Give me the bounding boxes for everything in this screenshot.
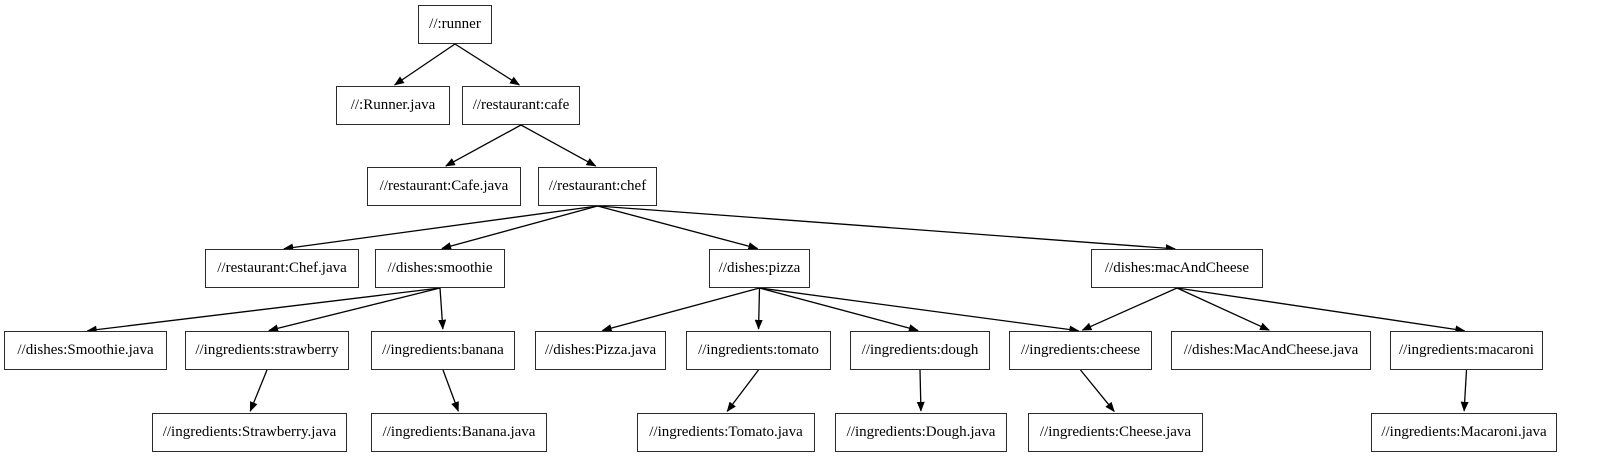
graph-edge-restaurant-chef-to-dishes-smoothie (441, 205, 598, 250)
graph-node-dishes-macandcheese[interactable]: //dishes:macAndCheese (1091, 249, 1263, 288)
graph-node-runner-java[interactable]: //:Runner.java (336, 86, 450, 125)
graph-edge-ing-tomato-to-ing-tomato-java (726, 369, 760, 413)
graph-node-ing-banana-java[interactable]: //ingredients:Banana.java (371, 413, 547, 452)
graph-node-runner[interactable]: //:runner (418, 5, 492, 44)
graph-node-label: //ingredients:tomato (698, 342, 819, 358)
graph-node-label: //dishes:Smoothie.java (17, 342, 154, 358)
graph-node-ing-tomato-java[interactable]: //ingredients:Tomato.java (637, 413, 815, 452)
graph-node-label: //ingredients:strawberry (195, 342, 339, 358)
graph-node-ing-macaroni[interactable]: //ingredients:macaroni (1390, 331, 1543, 370)
graph-node-label: //dishes:Pizza.java (544, 342, 657, 358)
graph-node-ing-strawberry-java[interactable]: //ingredients:Strawberry.java (152, 413, 347, 452)
graph-edge-ing-macaroni-to-ing-macaroni-java (1460, 369, 1469, 412)
graph-node-ing-cheese[interactable]: //ingredients:cheese (1009, 331, 1152, 370)
graph-edge-restaurant-chef-to-dishes-macandcheese (597, 205, 1176, 253)
graph-edge-dishes-smoothie-to-ing-strawberry (268, 287, 441, 333)
graph-node-label: //dishes:MacAndCheese.java (1183, 342, 1359, 358)
graph-edge-ing-dough-to-ing-dough-java (916, 369, 925, 412)
graph-node-ing-cheese-java[interactable]: //ingredients:Cheese.java (1028, 413, 1203, 452)
graph-node-restaurant-cafe[interactable]: //restaurant:cafe (462, 86, 580, 125)
graph-node-label: //ingredients:Banana.java (382, 424, 536, 440)
graph-edge-ing-strawberry-to-ing-strawberry-java (249, 369, 268, 412)
graph-node-label: //dishes:macAndCheese (1104, 260, 1250, 276)
graph-node-ing-tomato[interactable]: //ingredients:tomato (686, 331, 831, 370)
graph-node-label: //ingredients:Strawberry.java (162, 424, 337, 440)
graph-node-ing-macaroni-java[interactable]: //ingredients:Macaroni.java (1371, 413, 1557, 452)
graph-edge-dishes-macandcheese-to-ing-cheese (1081, 287, 1178, 331)
graph-node-label: //ingredients:Tomato.java (649, 424, 803, 440)
graph-edge-restaurant-chef-to-dishes-pizza (597, 205, 759, 250)
graph-node-restaurant-chef-java[interactable]: //restaurant:Chef.java (205, 249, 359, 288)
graph-edge-dishes-smoothie-to-dishes-smoothie-java (86, 287, 441, 334)
graph-node-label: //ingredients:banana (382, 342, 504, 358)
graph-edge-restaurant-cafe-to-restaurant-chef (520, 124, 597, 167)
graph-node-label: //ingredients:macaroni (1399, 342, 1534, 358)
graph-edge-dishes-macandcheese-to-ing-macaroni (1176, 287, 1466, 334)
graph-node-ing-dough-java[interactable]: //ingredients:Dough.java (835, 413, 1007, 452)
graph-node-label: //restaurant:chef (548, 178, 647, 194)
graph-node-label: //ingredients:cheese (1020, 342, 1141, 358)
graph-node-restaurant-chef[interactable]: //restaurant:chef (538, 167, 657, 206)
graph-edge-dishes-pizza-to-ing-dough (759, 287, 919, 332)
graph-node-label: //dishes:smoothie (387, 260, 493, 276)
graph-node-ing-strawberry[interactable]: //ingredients:strawberry (185, 331, 349, 370)
graph-node-label: //restaurant:cafe (472, 97, 570, 113)
graph-edge-dishes-pizza-to-ing-cheese (759, 287, 1080, 334)
graph-node-label: //:Runner.java (350, 97, 436, 113)
graph-node-restaurant-cafe-java[interactable]: //restaurant:Cafe.java (367, 167, 521, 206)
graph-node-label: //restaurant:Chef.java (217, 260, 347, 276)
graph-node-label: //ingredients:Cheese.java (1039, 424, 1192, 440)
graph-node-label: //ingredients:dough (861, 342, 979, 358)
graph-node-label: //:runner (429, 16, 481, 32)
graph-edge-runner-to-runner-java (393, 43, 456, 86)
graph-edge-restaurant-chef-to-restaurant-chef-java (283, 205, 598, 252)
graph-edge-dishes-pizza-to-dishes-pizza-java (601, 287, 760, 332)
graph-edge-dishes-pizza-to-ing-tomato (754, 287, 763, 330)
graph-node-label: //ingredients:Macaroni.java (1381, 424, 1547, 440)
graph-node-dishes-macandcheese-java[interactable]: //dishes:MacAndCheese.java (1171, 331, 1371, 370)
graph-node-label: //ingredients:Dough.java (846, 424, 996, 440)
graph-node-label: //restaurant:Cafe.java (379, 178, 509, 194)
graph-edge-ing-cheese-to-ing-cheese-java (1079, 369, 1115, 413)
graph-edge-ing-banana-to-ing-banana-java (442, 369, 459, 412)
graph-node-dishes-smoothie[interactable]: //dishes:smoothie (375, 249, 505, 288)
graph-node-dishes-pizza-java[interactable]: //dishes:Pizza.java (535, 331, 666, 370)
graph-edge-dishes-macandcheese-to-dishes-macandcheese-java (1176, 287, 1270, 331)
graph-node-dishes-smoothie-java[interactable]: //dishes:Smoothie.java (4, 331, 167, 370)
graph-node-label: //dishes:pizza (718, 260, 801, 276)
graph-node-dishes-pizza[interactable]: //dishes:pizza (709, 249, 810, 288)
graph-edge-runner-to-restaurant-cafe (454, 43, 520, 86)
graph-edge-dishes-smoothie-to-ing-banana (438, 287, 447, 330)
graph-edge-restaurant-cafe-to-restaurant-cafe-java (445, 124, 522, 167)
graph-node-ing-banana[interactable]: //ingredients:banana (371, 331, 515, 370)
graph-node-ing-dough[interactable]: //ingredients:dough (850, 331, 990, 370)
